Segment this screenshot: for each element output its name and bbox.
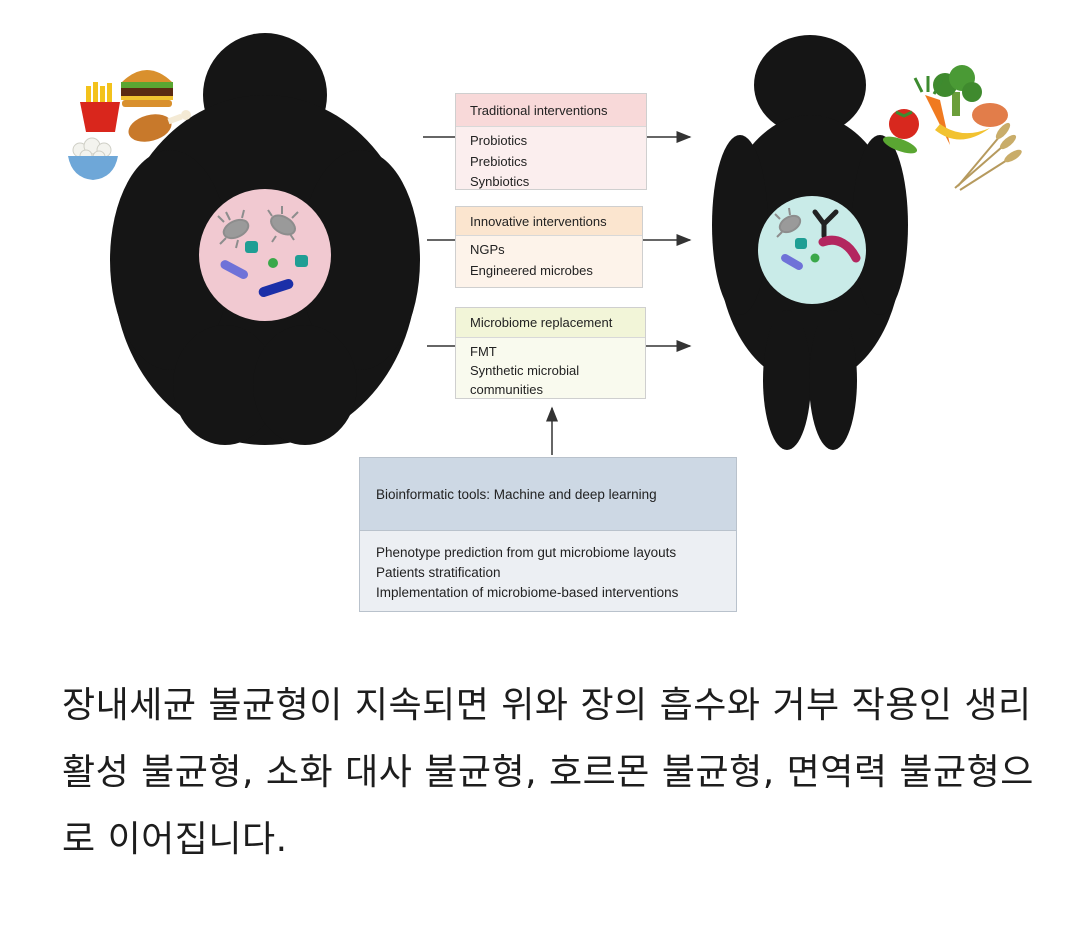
healthy-food-icon bbox=[882, 65, 1022, 191]
list-item: Synbiotics bbox=[470, 174, 530, 189]
list-item: NGPs bbox=[470, 242, 505, 257]
innovative-interventions-box: Innovative interventions NGPs Engineered… bbox=[455, 206, 643, 288]
microbiome-replacement-header: Microbiome replacement bbox=[456, 308, 645, 338]
microbiome-intervention-diagram: Traditional interventions Probiotics Pre… bbox=[68, 33, 1022, 612]
traditional-interventions-box: Traditional interventions Probiotics Pre… bbox=[455, 93, 647, 190]
innovative-interventions-header: Innovative interventions bbox=[456, 207, 642, 236]
list-item: Synthetic microbial bbox=[470, 363, 580, 378]
obese-gut-bacteria-icon bbox=[199, 189, 331, 321]
traditional-interventions-header: Traditional interventions bbox=[456, 94, 646, 127]
caption-text: 장내세균 불균형이 지속되면 위와 장의 흡수와 거부 작용인 생리 활성 불균… bbox=[62, 685, 1034, 860]
diagram-artwork bbox=[68, 33, 1022, 455]
bioinformatic-tools-box: Bioinformatic tools: Machine and deep le… bbox=[359, 457, 737, 612]
lean-gut-bacteria-icon bbox=[758, 196, 866, 304]
list-item: Engineered microbes bbox=[470, 262, 593, 278]
list-item: FMT bbox=[470, 344, 497, 359]
list-item: Prebiotics bbox=[470, 153, 528, 169]
list-item: Probiotics bbox=[470, 133, 528, 148]
flow-arrows bbox=[423, 131, 692, 455]
microbiome-replacement-box: Microbiome replacement FMT Synthetic mic… bbox=[455, 307, 646, 399]
list-item: Implementation of microbiome-based inter… bbox=[376, 585, 679, 600]
bioinformatic-tools-header: Bioinformatic tools: Machine and deep le… bbox=[360, 458, 736, 531]
list-item: Patients stratification bbox=[376, 565, 501, 580]
list-item: Phenotype prediction from gut microbiome… bbox=[376, 545, 677, 560]
list-item: communities bbox=[470, 382, 543, 397]
junk-food-icon bbox=[68, 70, 191, 180]
